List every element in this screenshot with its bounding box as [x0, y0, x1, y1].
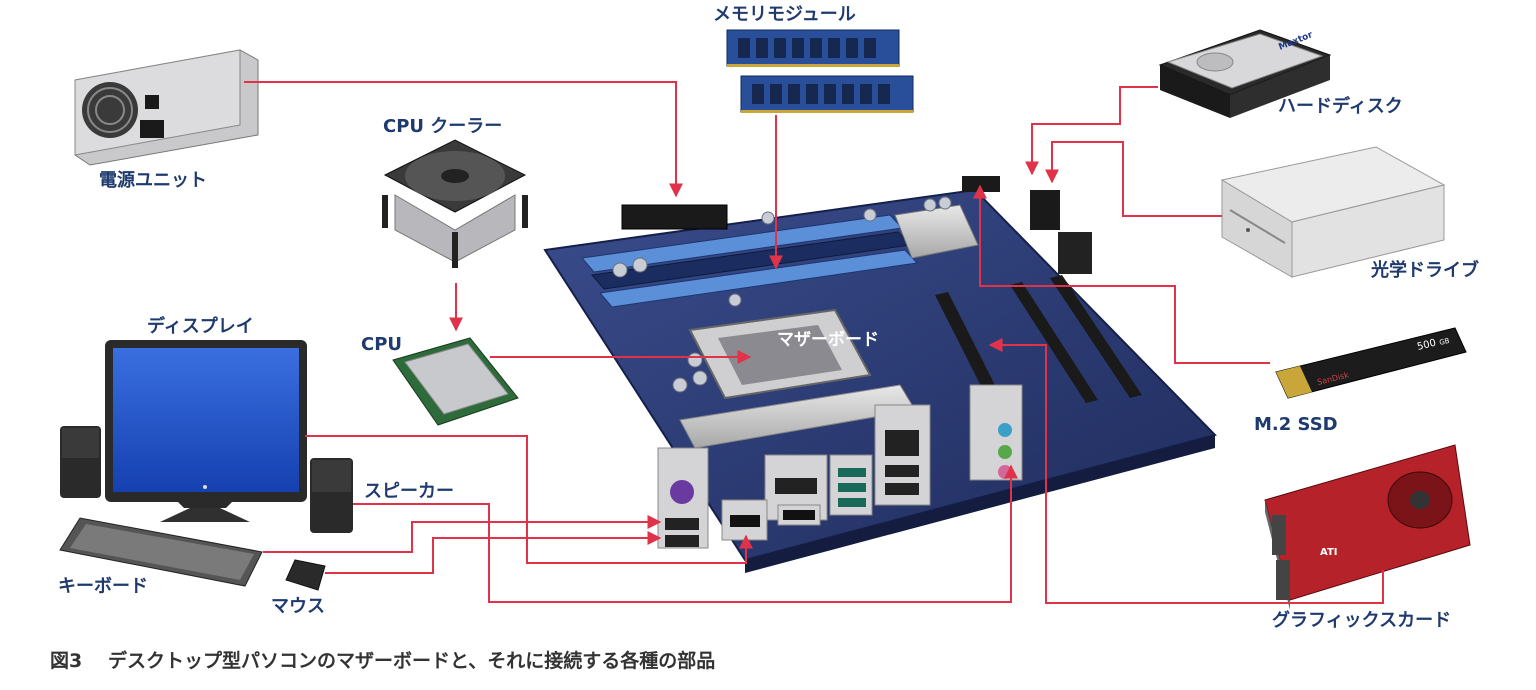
psu-label: 電源ユニット	[99, 169, 207, 191]
odd-to-sata-arrow	[1045, 141, 1222, 217]
ssd-unit: GB	[1439, 337, 1451, 347]
atx-power-connector	[621, 204, 728, 230]
display-label: ディスプレイ	[147, 315, 254, 337]
speaker-icon	[60, 426, 353, 533]
motherboard	[543, 176, 1217, 573]
motherboard-label: マザーボード	[777, 330, 879, 350]
sata-ports	[1030, 190, 1060, 230]
keyboard-to-usb-arrow	[263, 515, 662, 553]
cpu-label: CPU	[361, 334, 402, 355]
mouse-to-usb-arrow	[325, 531, 662, 574]
mouse-label: マウス	[271, 596, 325, 617]
optical-drive-icon	[1220, 146, 1446, 278]
memory-label: メモリモジュール	[713, 4, 856, 25]
memory-modules-icon	[726, 29, 914, 113]
display-icon	[105, 340, 307, 522]
figure-caption: デスクトップ型パソコンのマザーボードと、それに接続する各種の部品	[108, 649, 715, 672]
chipset-heatsink	[894, 204, 979, 259]
psu-icon	[74, 49, 259, 166]
ssd-capacity: 500	[1416, 338, 1437, 353]
display-to-hdmi-arrow	[305, 435, 753, 564]
odd-label: 光学ドライブ	[1370, 259, 1479, 281]
keyboard-label: キーボード	[58, 576, 148, 597]
graphics-card-icon: ATI	[1264, 444, 1471, 610]
psu-to-board-arrow	[244, 81, 683, 198]
ssd-to-m2-arrow	[973, 184, 1270, 364]
speaker-to-audio-arrow	[353, 464, 1018, 603]
mouse-icon	[285, 559, 326, 591]
hdd-label: ハードディスク	[1278, 95, 1403, 117]
cpu-icon	[392, 337, 519, 426]
connection-lines	[244, 81, 1384, 604]
hdd-to-sata-arrow-1	[1025, 86, 1158, 176]
speaker-label: スピーカー	[364, 481, 454, 502]
cooler-label: CPU クーラー	[383, 116, 502, 137]
figure-number: 図3	[50, 650, 82, 672]
cpu-cooler-icon	[382, 139, 528, 268]
m2-slot	[962, 176, 1000, 192]
gpu-label: グラフィックスカード	[1272, 609, 1451, 631]
gpu-to-pcie-arrow	[988, 338, 1384, 604]
m2-ssd-icon: 500 GB SanDisk	[1275, 327, 1467, 399]
ssd-label: M.2 SSD	[1254, 414, 1338, 435]
pcie-slots	[935, 275, 1142, 403]
keyboard-icon	[59, 517, 263, 587]
gpu-brand: ATI	[1320, 547, 1338, 558]
